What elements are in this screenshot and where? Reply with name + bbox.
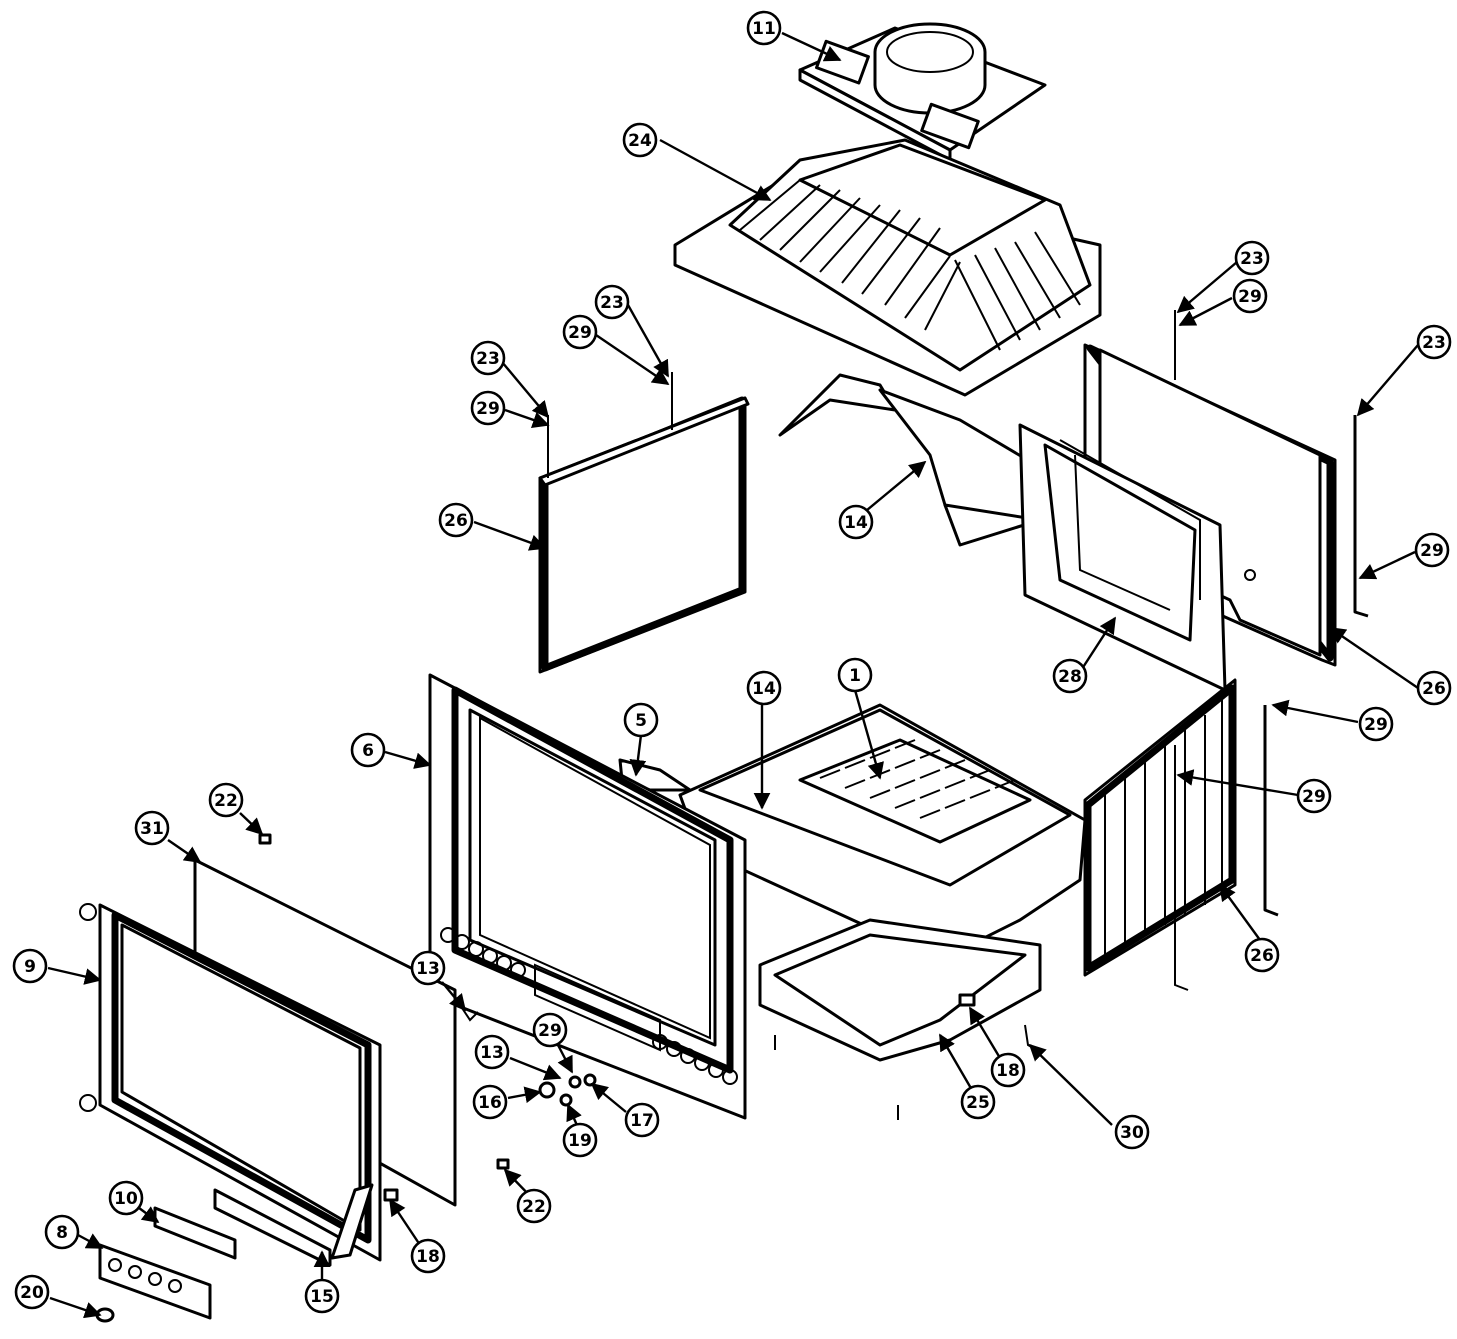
- svg-text:18: 18: [416, 1247, 440, 1267]
- callout-20: 20: [14, 1274, 50, 1310]
- left-side-panel-part: [538, 372, 750, 674]
- callout-29: 29: [1414, 532, 1450, 568]
- svg-text:11: 11: [752, 19, 776, 39]
- door-frame-part: [79, 903, 382, 1267]
- flue-collar-part: [798, 22, 1047, 162]
- callout-26: 26: [1244, 937, 1280, 973]
- svg-text:14: 14: [844, 513, 868, 533]
- callout-26: 26: [438, 502, 474, 538]
- callout-23: 23: [470, 340, 506, 376]
- svg-text:23: 23: [1422, 333, 1446, 353]
- callout-22: 22: [208, 782, 244, 818]
- callout-24: 24: [622, 122, 658, 158]
- handle-plate-part: [98, 1206, 237, 1320]
- svg-text:1: 1: [849, 666, 861, 686]
- svg-text:20: 20: [20, 1283, 44, 1303]
- callout-30: 30: [1114, 1114, 1150, 1150]
- svg-text:29: 29: [1364, 715, 1388, 735]
- callout-19: 19: [562, 1122, 598, 1158]
- svg-text:26: 26: [1250, 946, 1274, 966]
- svg-text:13: 13: [480, 1043, 504, 1063]
- svg-text:15: 15: [310, 1287, 334, 1307]
- callout-1: 1: [837, 657, 873, 693]
- svg-text:22: 22: [214, 791, 238, 811]
- svg-text:18: 18: [996, 1061, 1020, 1081]
- svg-text:5: 5: [635, 711, 647, 731]
- svg-text:23: 23: [476, 349, 500, 369]
- svg-text:24: 24: [628, 131, 652, 151]
- callout-29: 29: [532, 1012, 568, 1048]
- inner-frame-part: [1018, 423, 1227, 692]
- svg-text:28: 28: [1058, 667, 1082, 687]
- svg-text:29: 29: [568, 323, 592, 343]
- svg-text:29: 29: [1302, 787, 1326, 807]
- svg-text:8: 8: [56, 1223, 68, 1243]
- callout-14: 14: [838, 504, 874, 540]
- callout-25: 25: [960, 1084, 996, 1120]
- svg-text:14: 14: [752, 679, 776, 699]
- callout-13: 13: [410, 950, 446, 986]
- svg-text:22: 22: [522, 1197, 546, 1217]
- callout-31: 31: [134, 810, 170, 846]
- svg-text:31: 31: [140, 819, 164, 839]
- svg-text:29: 29: [476, 399, 500, 419]
- callout-14: 14: [746, 670, 782, 706]
- callout-13: 13: [474, 1034, 510, 1070]
- far-right-rod-part: [1263, 415, 1369, 917]
- callout-18: 18: [410, 1238, 446, 1274]
- svg-text:30: 30: [1120, 1123, 1144, 1143]
- leader-lines: [47, 31, 1419, 1319]
- firebox-base-part: [618, 703, 1087, 962]
- callout-5: 5: [623, 702, 659, 738]
- callout-28: 28: [1052, 658, 1088, 694]
- svg-text:29: 29: [1238, 287, 1262, 307]
- vent-holes-right: [652, 1034, 738, 1085]
- callout-23: 23: [594, 284, 630, 320]
- svg-text:29: 29: [1420, 541, 1444, 561]
- right-back-panel-part: [1083, 310, 1337, 667]
- callout-23: 23: [1416, 324, 1452, 360]
- ribbed-hood-part: [673, 138, 1102, 437]
- callout-29: 29: [1296, 778, 1332, 814]
- callout-18: 18: [990, 1052, 1026, 1088]
- callout-29: 29: [470, 390, 506, 426]
- callout-29: 29: [562, 314, 598, 350]
- svg-text:17: 17: [630, 1111, 654, 1131]
- front-frame-part: [428, 673, 747, 1120]
- callout-9: 9: [12, 948, 48, 984]
- svg-text:9: 9: [24, 957, 36, 977]
- ash-tray-part: [758, 918, 1042, 1120]
- vent-holes-left: [440, 927, 526, 978]
- callout-22: 22: [516, 1188, 552, 1224]
- callout-15: 15: [304, 1278, 340, 1314]
- svg-text:13: 13: [416, 959, 440, 979]
- callout-26: 26: [1416, 670, 1452, 706]
- svg-text:26: 26: [1422, 679, 1446, 699]
- callout-6: 6: [350, 732, 386, 768]
- svg-text:6: 6: [362, 741, 374, 761]
- small-hardware-parts: [95, 833, 976, 1323]
- right-side-ribbed-panel-part: [1083, 678, 1237, 991]
- svg-text:23: 23: [1240, 249, 1264, 269]
- callout-11: 11: [746, 10, 782, 46]
- svg-text:10: 10: [114, 1189, 138, 1209]
- svg-text:26: 26: [444, 511, 468, 531]
- callout-29: 29: [1232, 278, 1268, 314]
- svg-text:16: 16: [478, 1093, 502, 1113]
- callout-16: 16: [472, 1084, 508, 1120]
- callout-10: 10: [108, 1180, 144, 1216]
- callout-17: 17: [624, 1102, 660, 1138]
- svg-text:19: 19: [568, 1131, 592, 1151]
- callout-23: 23: [1234, 240, 1270, 276]
- svg-text:23: 23: [600, 293, 624, 313]
- svg-text:29: 29: [538, 1021, 562, 1041]
- callout-29: 29: [1358, 706, 1394, 742]
- svg-text:25: 25: [966, 1093, 990, 1113]
- callout-8: 8: [44, 1214, 80, 1250]
